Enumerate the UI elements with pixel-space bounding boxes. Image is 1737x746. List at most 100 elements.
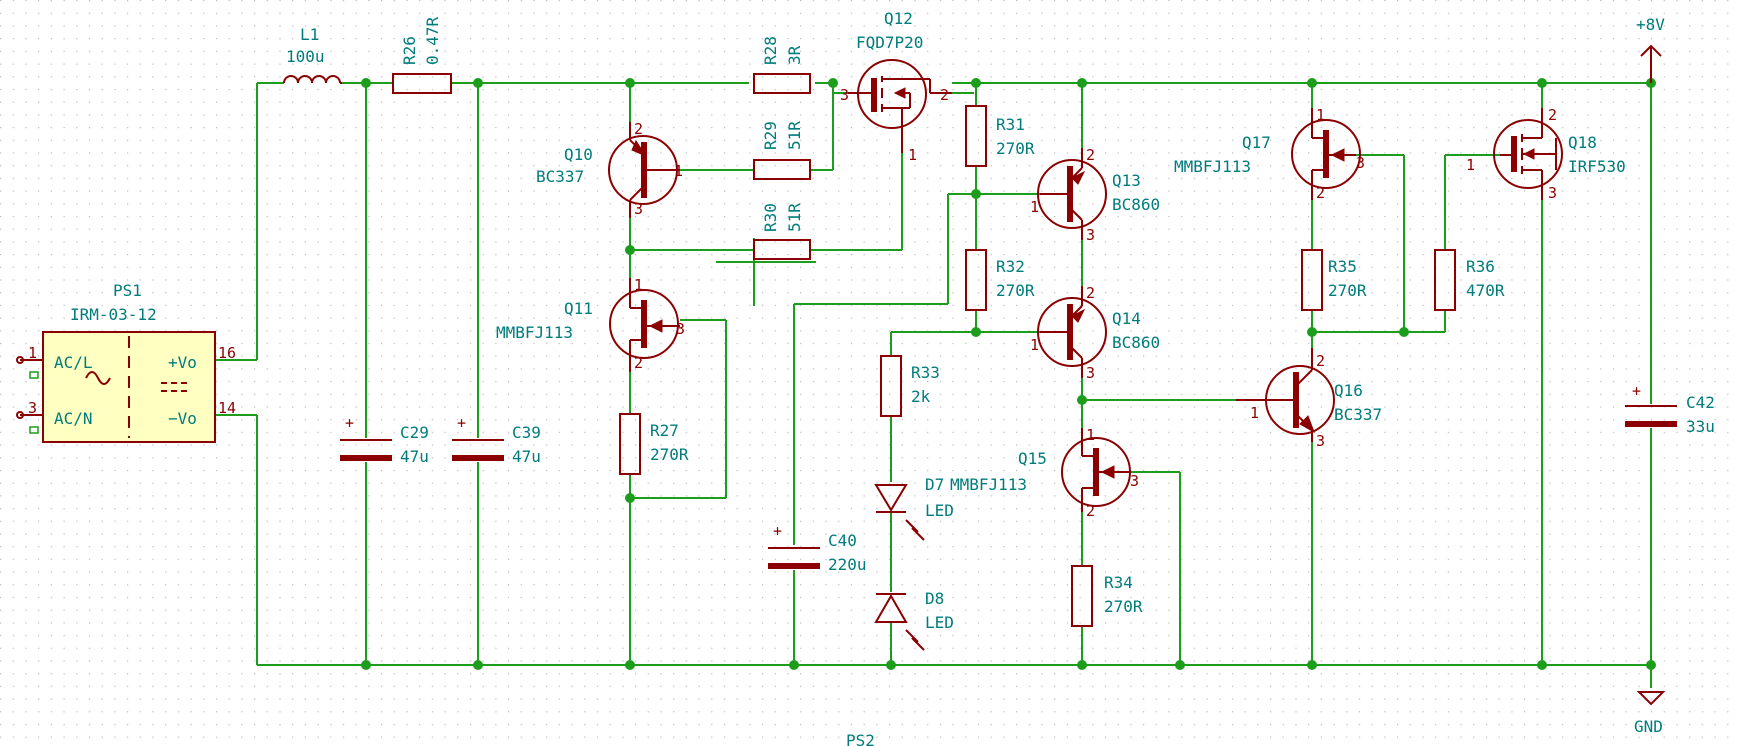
inductor-l1[interactable]: L1 100u	[283, 25, 342, 84]
transistor-q13[interactable]: Q13 BC860 1 2 3	[1030, 146, 1160, 244]
r33-value: 2k	[911, 387, 931, 406]
vcc-label: +8V	[1636, 15, 1665, 34]
svg-text:+: +	[773, 522, 782, 540]
junction	[473, 78, 483, 88]
q10-ref: Q10	[564, 145, 593, 164]
svg-text:1: 1	[1030, 198, 1039, 216]
junction	[625, 78, 635, 88]
svg-text:3: 3	[1356, 154, 1365, 172]
resistor-r36[interactable]: R36 470R	[1434, 249, 1505, 311]
svg-text:1: 1	[634, 276, 643, 294]
resistor-r31[interactable]: R31 270R	[965, 105, 1035, 167]
ps1-pin3: 3	[28, 399, 37, 417]
transistor-q16[interactable]: Q16 BC337 1 2 3	[1236, 348, 1382, 450]
transistor-q14[interactable]: Q14 BC860 1 2 3	[1030, 284, 1160, 382]
l1-ref: L1	[300, 25, 319, 44]
q16-ref: Q16	[1334, 381, 1363, 400]
l1-value: 100u	[286, 47, 325, 66]
r28-ref: R28	[761, 36, 780, 65]
r32-ref: R32	[996, 257, 1025, 276]
resistor-r30[interactable]: R30 51R	[753, 203, 811, 260]
r32-value: 270R	[996, 281, 1035, 300]
c42-value: 33u	[1686, 417, 1715, 436]
svg-text:2: 2	[1086, 146, 1095, 164]
q12-value: FQD7P20	[856, 33, 923, 52]
svg-text:+: +	[1632, 382, 1641, 400]
q16-value: BC337	[1334, 405, 1382, 424]
gnd-symbol[interactable]: GND	[1634, 691, 1666, 736]
d7-ref: D7	[925, 475, 944, 494]
q11-ref: Q11	[564, 299, 593, 318]
ps1-acn-label: AC/N	[54, 409, 93, 428]
transistor-q12[interactable]: Q12 FQD7P20 1 2 3	[840, 9, 952, 164]
resistor-r29[interactable]: R29 51R	[753, 121, 811, 180]
transistor-q15[interactable]: Q15 MMBFJ113 1 2 3	[950, 426, 1139, 520]
resistor-r34[interactable]: R34 270R	[1071, 565, 1143, 627]
transistor-q18[interactable]: Q18 IRF530 1 2 3	[1466, 106, 1626, 202]
svg-text:3: 3	[840, 86, 849, 104]
r33-ref: R33	[911, 363, 940, 382]
junction	[625, 493, 635, 503]
junction	[361, 78, 371, 88]
junction	[1307, 660, 1317, 670]
c29-ref: C29	[400, 423, 429, 442]
resistor-r32[interactable]: R32 270R	[965, 249, 1035, 311]
svg-text:2: 2	[1316, 184, 1325, 202]
d7-value: LED	[925, 501, 954, 520]
capacitor-c29[interactable]: + C29 47u	[340, 414, 429, 466]
transistor-q10[interactable]: Q10 BC337 1 2 3	[536, 120, 683, 218]
junction	[789, 660, 799, 670]
c39-ref: C39	[512, 423, 541, 442]
led-d7[interactable]: D7 LED	[874, 475, 954, 541]
r30-ref: R30	[761, 203, 780, 232]
capacitor-c42[interactable]: + C42 33u	[1625, 382, 1715, 436]
c29-value: 47u	[400, 447, 429, 466]
ps1-pin14: 14	[218, 399, 236, 417]
r27-value: 270R	[650, 445, 689, 464]
r26-ref: R26	[400, 36, 419, 65]
r35-value: 270R	[1328, 281, 1367, 300]
wires	[215, 82, 1652, 688]
junction	[1077, 660, 1087, 670]
r35-ref: R35	[1328, 257, 1357, 276]
r29-value: 51R	[785, 121, 804, 150]
junction	[886, 660, 896, 670]
resistor-r33[interactable]: R33 2k	[880, 355, 940, 417]
r34-ref: R34	[1104, 573, 1133, 592]
svg-text:+: +	[345, 414, 354, 432]
svg-text:2: 2	[1548, 106, 1557, 124]
resistor-r27[interactable]: R27 270R	[619, 413, 689, 475]
junction	[1399, 327, 1409, 337]
transistor-q17[interactable]: Q17 MMBFJ113 1 2 3	[1174, 106, 1365, 202]
ps1-module[interactable]: PS1 IRM-03-12 AC/L AC/N +Vo −Vo 1 3 16 1…	[16, 281, 236, 443]
transistor-q11[interactable]: Q11 MMBFJ113 1 2 3	[496, 276, 685, 372]
svg-text:+: +	[457, 414, 466, 432]
q12-ref: Q12	[884, 9, 913, 28]
svg-text:2: 2	[1086, 284, 1095, 302]
vcc-symbol[interactable]: +8V	[1636, 15, 1665, 83]
q15-ref: Q15	[1018, 449, 1047, 468]
capacitor-c39[interactable]: + C39 47u	[452, 414, 541, 466]
d8-ref: D8	[925, 589, 944, 608]
c40-ref: C40	[828, 531, 857, 550]
resistor-r28[interactable]: R28 3R	[753, 36, 811, 94]
svg-text:1: 1	[1250, 404, 1259, 422]
d8-value: LED	[925, 613, 954, 632]
led-d8[interactable]: D8 LED	[874, 589, 954, 651]
ps1-pin1: 1	[28, 344, 37, 362]
resistor-r35[interactable]: R35 270R	[1301, 249, 1367, 311]
junction	[1307, 78, 1317, 88]
r34-value: 270R	[1104, 597, 1143, 616]
q18-value: IRF530	[1568, 157, 1626, 176]
svg-text:2: 2	[1086, 502, 1095, 520]
resistor-r26[interactable]: R26 0.47R	[392, 16, 452, 94]
capacitor-c40[interactable]: + C40 220u	[768, 522, 867, 574]
svg-text:1: 1	[674, 162, 683, 180]
q13-value: BC860	[1112, 195, 1160, 214]
svg-text:2: 2	[634, 354, 643, 372]
ps1-pin16: 16	[218, 344, 236, 362]
q11-value: MMBFJ113	[496, 323, 573, 342]
q15-value: MMBFJ113	[950, 475, 1027, 494]
r31-ref: R31	[996, 115, 1025, 134]
